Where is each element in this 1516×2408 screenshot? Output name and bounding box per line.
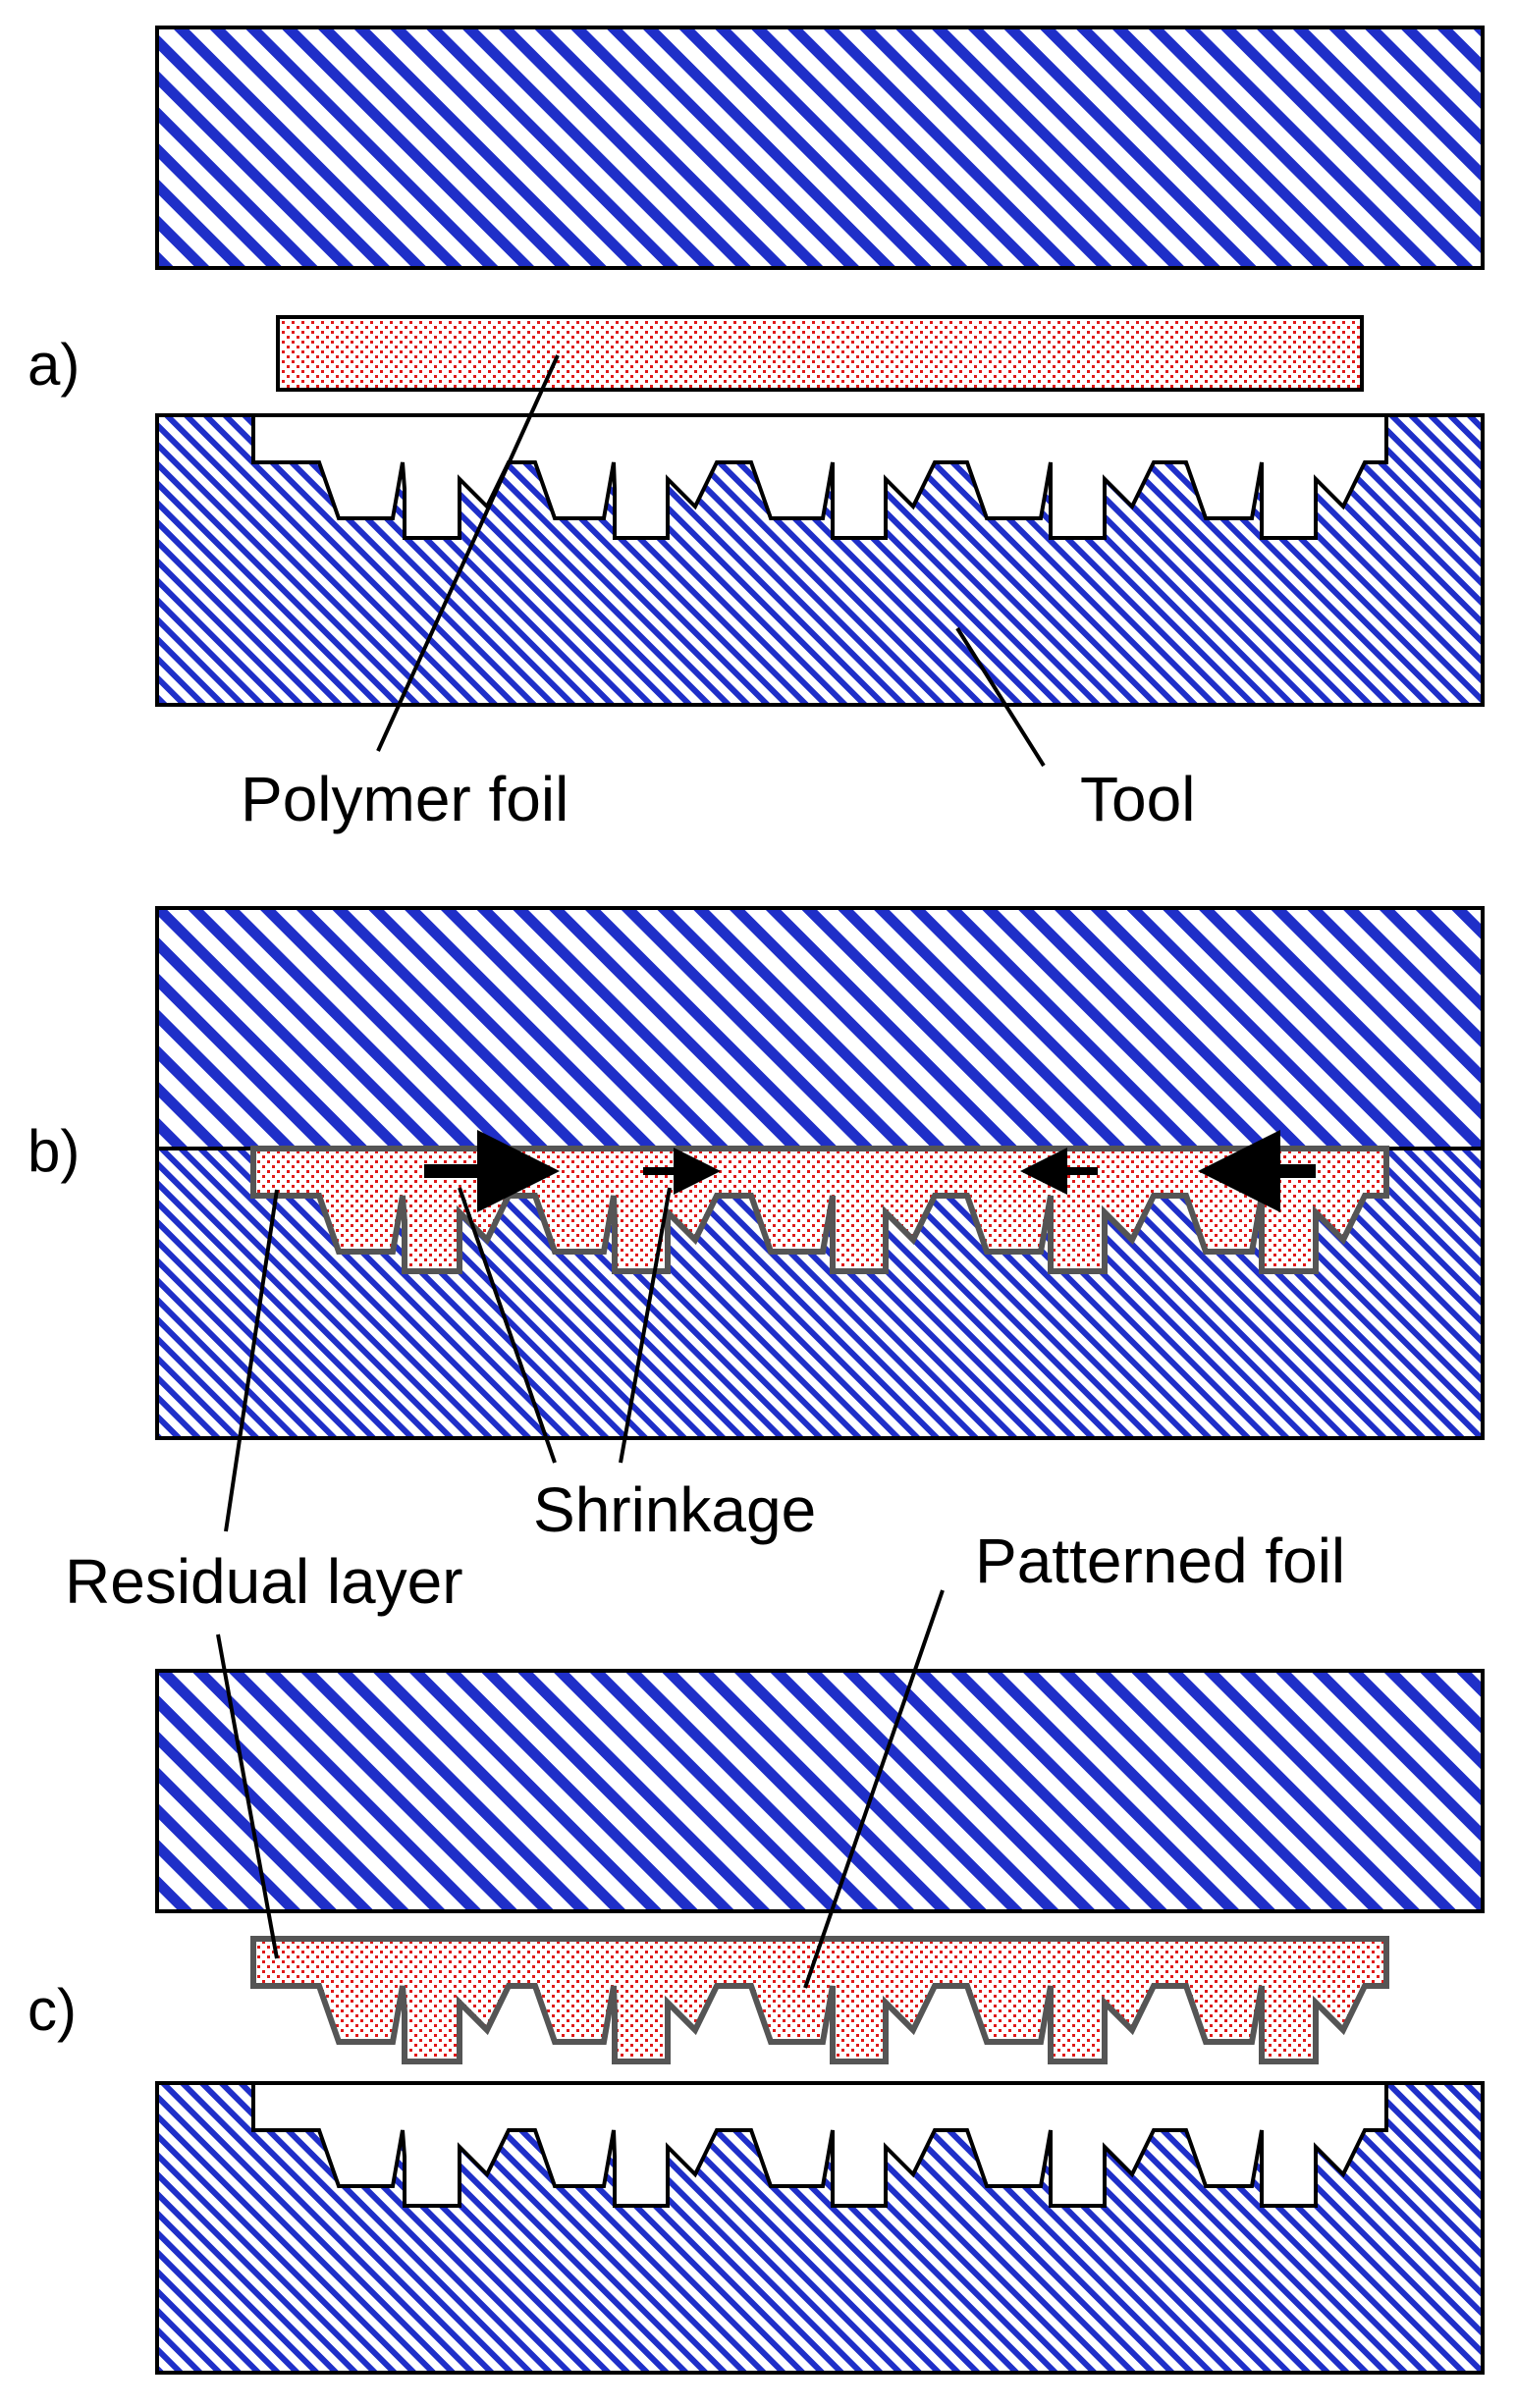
foil-profile xyxy=(250,1936,1389,2064)
tool-leader xyxy=(955,626,1046,768)
step-label-a: a) xyxy=(27,332,80,398)
step-label-b: b) xyxy=(27,1118,80,1184)
patterned-foil-label: Patterned foil xyxy=(975,1525,1345,1596)
residual-layer-leader-c xyxy=(216,1633,279,1959)
patterned-foil-leader xyxy=(803,1589,945,1989)
residual-layer-label: Residual layer xyxy=(65,1546,463,1617)
shrinkage-leader-1 xyxy=(458,1187,557,1464)
tool-cavity xyxy=(251,2081,1388,2208)
step-c: c) xyxy=(27,1589,1485,2375)
foil-profile xyxy=(250,1146,1389,1274)
polymer-foil-label: Polymer foil xyxy=(241,764,568,834)
upper-plate-b xyxy=(155,906,1485,1150)
residual-layer-leader-b xyxy=(224,1189,279,1532)
shrinkage-leader-2 xyxy=(619,1187,672,1464)
step-a: a) Polymer foil Tool xyxy=(27,26,1485,834)
step-label-c: c) xyxy=(27,1977,77,2043)
tool-c xyxy=(155,2081,1485,2375)
embossed-foil-b xyxy=(250,1146,1389,1274)
step-b: b) Shrinkage xyxy=(27,906,1485,1545)
shrinkage-label: Shrinkage xyxy=(533,1474,816,1545)
tool-a xyxy=(155,413,1485,707)
polymer-foil-leader xyxy=(376,354,560,752)
polymer-foil-sheet xyxy=(276,315,1364,392)
tool-label: Tool xyxy=(1080,764,1195,834)
upper-plate-a xyxy=(155,26,1485,270)
tool-cavity xyxy=(251,413,1388,540)
patterned-foil-released xyxy=(250,1936,1389,2064)
upper-plate-c xyxy=(155,1669,1485,1913)
